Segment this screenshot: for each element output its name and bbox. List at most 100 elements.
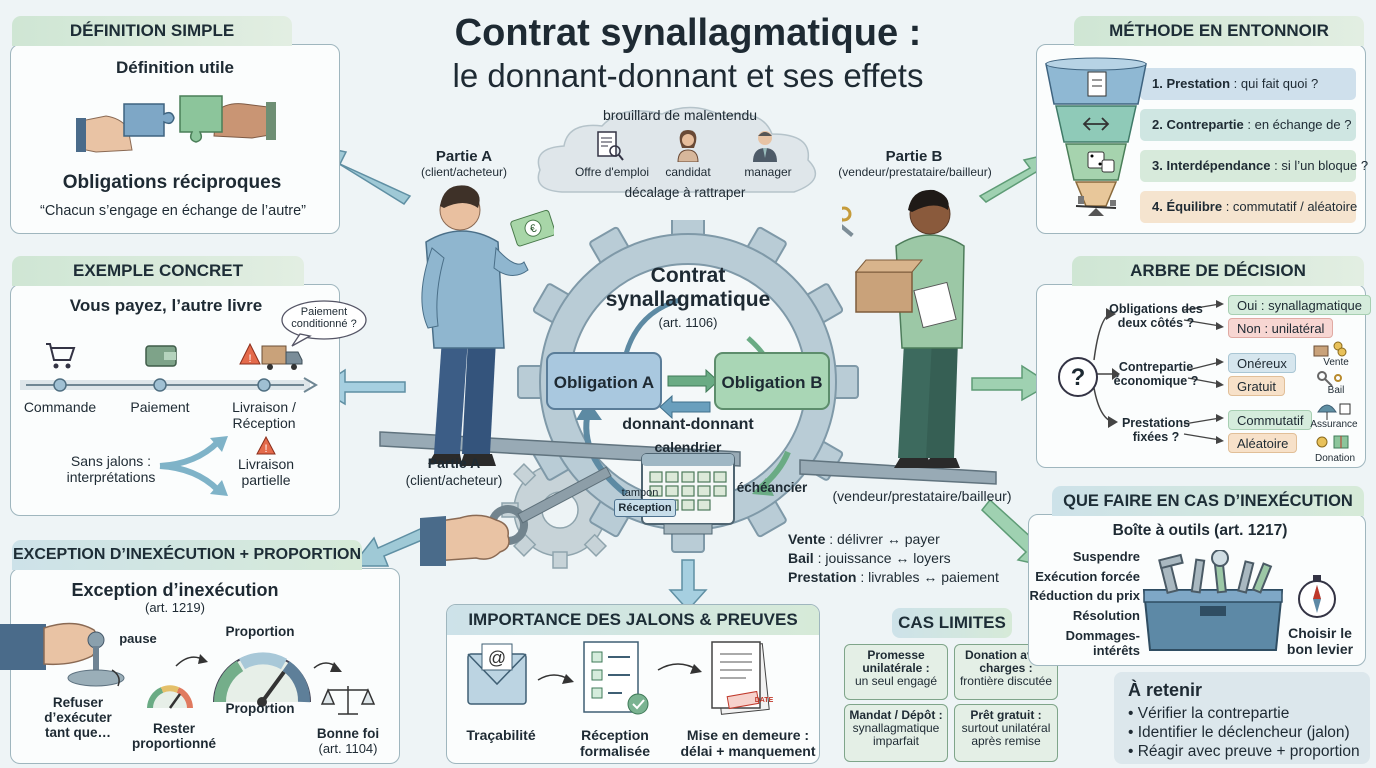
compass-icon (1298, 575, 1336, 618)
manager-icon (753, 131, 777, 162)
example-step-0: Commande (23, 399, 97, 415)
methode-layer-1: 2. Contrepartie : en échange de ? (1140, 109, 1356, 141)
date-stamp: DATE (754, 697, 774, 704)
echeancier-label: échéancier (736, 480, 808, 495)
exception-bonne-foi: Bonne foi (316, 726, 380, 741)
email-icon: @ (467, 643, 527, 705)
cas-item-0: Promesse unilatérale :un seul engagé (844, 644, 948, 700)
contract-examples: Vente : délivrer ↔ payer Bail : jouissan… (788, 530, 999, 587)
exception-pause: pause (119, 631, 157, 646)
inexecution-subtitle: Boîte à outils (art. 1217) (1112, 522, 1288, 539)
cloud-title: brouillard de malentendu (602, 107, 758, 123)
definition-panel (10, 44, 340, 234)
example-step-2: Livraison / Réception (232, 399, 296, 431)
exception-title: EXCEPTION D’INEXÉCUTION + PROPORTION (12, 540, 362, 570)
svg-text:!: ! (264, 443, 267, 455)
jalons-item-2: Mise en demeure : délai + manquement (680, 727, 816, 759)
truck-icon (261, 345, 303, 370)
toolbox-icon (1142, 550, 1284, 651)
exception-proportion-mid: Proportion (225, 701, 295, 716)
bottom-party-a-name: Partie A (427, 455, 481, 471)
clipboard-icon (1087, 71, 1107, 97)
definition-subtitle: Définition utile (115, 58, 235, 77)
example-step-1: Paiement (130, 399, 190, 415)
exception-rester: Rester proportionné (132, 721, 216, 752)
inexecution-title: QUE FAIRE EN CAS D’INEXÉCUTION (1052, 486, 1364, 516)
job-offer-icon (597, 131, 624, 161)
example-subtitle: Vous payez, l’autre livre (69, 296, 263, 315)
exception-subtitle: Exception d’inexécution (71, 580, 279, 600)
example-line: Prestation : livrables ↔ paiement (788, 569, 999, 585)
dice-icon (1087, 151, 1115, 173)
jalons-item-1: Réception formalisée (579, 727, 651, 759)
definition-quote: “Chacun s’engage en échange de l’autre” (39, 203, 307, 219)
arbre-answer-onereux: Onéreux (1228, 353, 1296, 373)
tampon-label: tampon (621, 487, 659, 499)
svg-text:@: @ (488, 648, 506, 668)
warning-icon: ! (256, 436, 276, 455)
cloud-item-1: candidat (665, 165, 711, 179)
inexecution-lever: Choisir le bon levier (1286, 625, 1354, 657)
funnel-illustration (1045, 57, 1147, 216)
example-title: EXEMPLE CONCRET (12, 256, 304, 286)
gear-article: (art. 1106) (658, 315, 718, 330)
arbre-icon-label-0: Vente (1323, 357, 1349, 368)
fog-cloud (537, 106, 817, 193)
tool-4: Dommages-intérêts (1065, 628, 1140, 658)
cas-title: CAS LIMITES (892, 608, 1012, 638)
gift-icon (1316, 435, 1349, 449)
tool-2: Réduction du prix (1029, 588, 1141, 603)
bottom-party-a-role: (client/acheteur) (405, 473, 503, 488)
methode-layer-2: 3. Interdépendance : si l’un bloque ? (1140, 150, 1368, 182)
warning-icon: ! (239, 342, 261, 365)
decision-tree-lines (1093, 300, 1224, 444)
donnant-label: donnant-donnant (622, 416, 754, 433)
party-a-role: (client/acheteur) (420, 165, 508, 179)
example-bubble: Paiement conditionné ? (291, 306, 357, 331)
sale-icon (1313, 341, 1347, 357)
svg-text:!: ! (248, 353, 251, 365)
exception-proportion-top: Proportion (225, 624, 295, 639)
timeline: ! (20, 342, 318, 393)
page-title: Contrat synallagmatique : (454, 12, 922, 54)
retenir-title: À retenir (1128, 680, 1203, 700)
definition-title: DÉFINITION SIMPLE (12, 16, 292, 46)
party-b-figure (842, 189, 965, 468)
gear-title-2: synallagmatique (605, 288, 771, 311)
arbre-icon-label-3: Donation (1314, 453, 1356, 464)
exchange-icon (1082, 117, 1110, 131)
party-a-figure: € (421, 185, 554, 466)
tool-3: Résolution (1072, 608, 1140, 623)
methode-layer-0: 1. Prestation : qui fait quoi ? (1140, 68, 1356, 100)
gear-scene (379, 220, 997, 569)
arbre-answer-non: Non : unilatéral (1228, 318, 1334, 338)
speech-bubble (281, 300, 367, 347)
notice-document-icon (711, 641, 770, 715)
arbre-icons (1313, 341, 1351, 449)
party-a-name: Partie A (435, 148, 493, 165)
arbre-answer-gratuit: Gratuit (1228, 376, 1286, 396)
cloud-item-2: manager (744, 165, 792, 179)
split-arrows (159, 436, 228, 496)
hand-icon (420, 514, 510, 566)
jalons-title: IMPORTANCE DES JALONS & PREUVES (447, 605, 819, 635)
exception-illustration (0, 622, 376, 715)
bottom-party-b-role: (vendeur/prestataire/bailleur) (832, 488, 1012, 504)
exception-article: (art. 1219) (145, 600, 205, 615)
umbrella-icon (1317, 403, 1351, 420)
example-left-note: Sans jalons : interprétations (66, 453, 156, 485)
methode-title: MÉTHODE EN ENTONNOIR (1074, 16, 1364, 46)
cart-icon (46, 343, 76, 369)
cloud-subtitle: décalage à rattraper (624, 185, 746, 200)
jalons-item-0: Traçabilité (466, 727, 536, 743)
cloud-item-0: Offre d'emploi (574, 165, 650, 179)
jalons-illustration: @ (467, 641, 770, 715)
checklist-icon (583, 641, 649, 715)
arbre-question-2: Prestations fixées ? (1121, 416, 1191, 444)
exception-refuser: Refuser d’exécuter tant que… (44, 695, 112, 741)
inexecution-tools-list: Suspendre Exécution forcée Réduction du … (1029, 548, 1141, 658)
key-icon (1317, 371, 1342, 387)
page-subtitle: le donnant-donnant et ses effets (452, 57, 924, 94)
arbre-answer-commutatif: Commutatif (1228, 410, 1313, 430)
retenir-item-2: • Réagir avec preuve + proportion (1128, 743, 1360, 760)
